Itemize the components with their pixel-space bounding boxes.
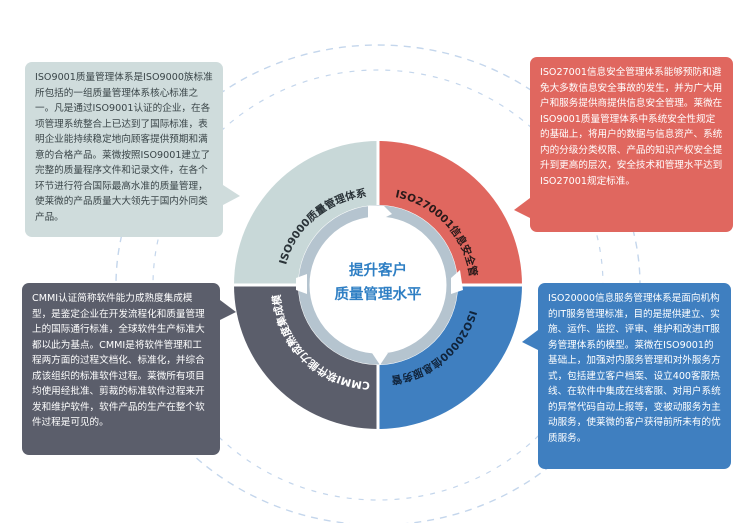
pointer-top-left	[223, 185, 240, 205]
box-iso27001-description: ISO27001信息安全管理体系能够预防和避免大多数信息安全事故的发生，并为广大…	[530, 57, 733, 232]
pointer-top-right	[514, 198, 530, 218]
pointer-bottom-right	[522, 330, 538, 350]
box-cmmi-description: CMMI认证简称软件能力成熟度集成模型，是鉴定企业在开发流程化和质量管理上的国际…	[22, 283, 220, 455]
center-title-line2: 质量管理水平	[335, 285, 422, 303]
arrow-notches	[296, 206, 463, 365]
center-title-line1: 提升客户	[349, 261, 407, 279]
center-disc	[316, 223, 440, 347]
box-iso9001-description: ISO9001质量管理体系是ISO9000族标准所包括的一组质量管理体系核心标准…	[25, 62, 223, 237]
pointer-bottom-left	[220, 300, 236, 320]
box-iso20000-description: ISO20000信息服务管理体系是面向机构的IT服务管理标准，目的是提供建立、实…	[538, 283, 731, 469]
